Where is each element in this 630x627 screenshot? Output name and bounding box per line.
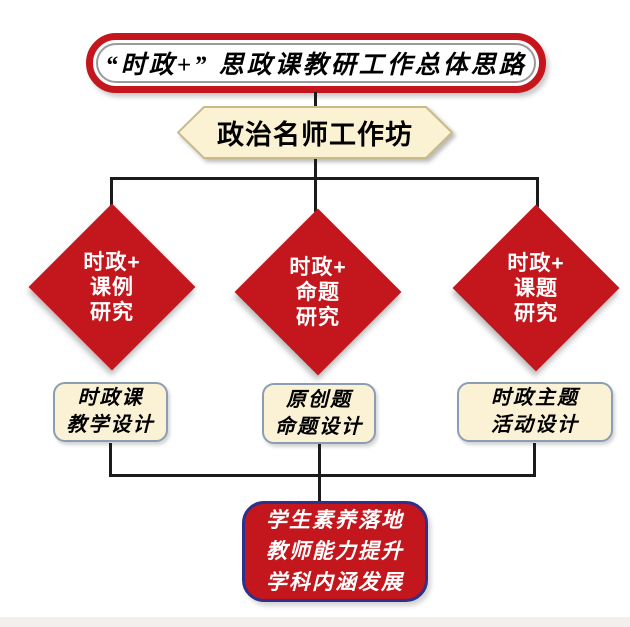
connector-up-left: [109, 443, 112, 477]
diamond-label-2: 时政+ 命题 研究: [258, 255, 378, 330]
diamond-2-line-1: 时政+: [289, 256, 347, 279]
diamond-3-line-2: 课题: [514, 277, 558, 300]
diamond-3-line-3: 研究: [514, 302, 558, 325]
hexagon-shape: [176, 106, 454, 159]
title-inner-frame: “时政+” 思政课教研工作总体思路: [96, 43, 536, 83]
connector-up-right: [533, 443, 536, 477]
outcome-node: 学生素养落地 教师能力提升 学科内涵发展: [242, 501, 428, 602]
box-3-line-2: 活动设计: [491, 414, 579, 436]
connector-drop-left: [110, 177, 113, 207]
diamond-label-1: 时政+ 课例 研究: [52, 250, 172, 325]
box-original-question-design: 原创题 命题设计: [262, 383, 376, 444]
box-2-line-2: 命题设计: [275, 415, 363, 438]
connector-title-to-workshop: [314, 92, 317, 108]
connector-center-to-outcome: [318, 444, 321, 501]
box-2-line-1: 原创题: [286, 388, 352, 411]
box-1-line-1: 时政课: [77, 387, 144, 409]
diamond-label-3: 时政+ 课题 研究: [476, 251, 596, 326]
diamond-2-line-3: 研究: [296, 306, 340, 329]
workshop-node: [176, 106, 454, 159]
outcome-line-1: 学生素养落地: [266, 508, 404, 532]
box-theme-activity-design: 时政主题 活动设计: [457, 382, 613, 442]
title-node: “时政+” 思政课教研工作总体思路: [86, 33, 546, 93]
outcome-line-2: 教师能力提升: [266, 539, 404, 563]
box-3-line-1: 时政主题: [491, 387, 579, 409]
connector-drop-right: [536, 177, 539, 207]
connector-bottom-horizontal: [109, 474, 536, 477]
diagram-title: “时政+” 思政课教研工作总体思路: [105, 52, 527, 79]
diamond-1-line-1: 时政+: [83, 251, 141, 274]
connector-top-horizontal: [111, 177, 539, 180]
workshop-label: 政治名师工作坊: [217, 120, 413, 150]
diamond-1-line-2: 课例: [90, 276, 134, 299]
box-lesson-design: 时政课 教学设计: [53, 382, 168, 442]
diamond-1-line-3: 研究: [90, 301, 134, 324]
diamond-2-line-2: 命题: [296, 281, 340, 304]
box-1-line-2: 教学设计: [66, 414, 155, 436]
connector-workshop-to-diamonds: [314, 159, 317, 212]
bottom-edge-strip: [0, 617, 630, 627]
diamond-3-line-1: 时政+: [507, 252, 565, 275]
outcome-line-3: 学科内涵发展: [266, 570, 404, 594]
